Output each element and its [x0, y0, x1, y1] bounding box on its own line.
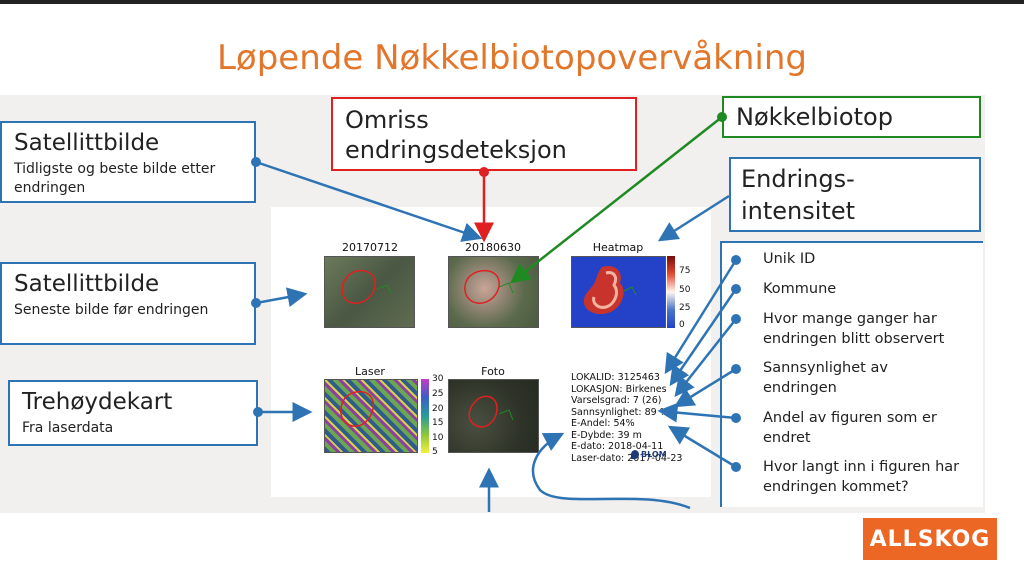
arrow-share [657, 402, 737, 423]
label-img1: 20170712 [342, 241, 398, 254]
callout-outline-detection: Omriss endringsdeteksjon [331, 97, 637, 171]
bottom-area [0, 513, 1024, 576]
arrow-curved-bottom [531, 432, 691, 510]
satellite-image-1 [324, 256, 415, 328]
laser-tick: 5 [432, 447, 438, 457]
attribute-change-depth: Hvor langt inn i figuren har endringen k… [763, 459, 960, 495]
meta-lokasjon: LOKASJON: Birkenes [571, 383, 667, 395]
meta-sannsynlighet: Sannsynlighet: 89 % [571, 406, 669, 418]
label-heatmap: Heatmap [592, 241, 644, 254]
laser-image [324, 379, 418, 453]
heatmap-shape [583, 265, 637, 315]
metadata-block: LOKALID: 3125463 LOKASJON: Birkenes Vars… [571, 372, 682, 464]
meta-varselsgrad: Varselsgrad: 7 (26) [571, 395, 662, 406]
foto-outline [468, 395, 514, 428]
allskog-logo: ALLSKOG [863, 518, 997, 560]
blom-logo-icon [631, 450, 639, 459]
callout-subtext: Tidligste og beste bilde etter endringen [14, 161, 216, 196]
connector-dot-green [717, 112, 727, 122]
arrow-satellite-latest [255, 287, 308, 307]
foto-image [448, 379, 539, 453]
attribute-municipality: Kommune [763, 281, 837, 297]
connector-dot [251, 298, 261, 308]
attribute-probability: Sannsynlighet av endringen [763, 360, 888, 396]
laser-tick: 15 [432, 418, 444, 428]
meta-lokalid: LOKALID: 3125463 [571, 372, 660, 383]
laser-tick: 10 [432, 433, 444, 443]
meta-e-andel: E-Andel: 54% [571, 418, 635, 429]
connector-dot [253, 407, 263, 417]
callout-heading: Satellittbilde [14, 130, 160, 156]
heatmap-tick: 50 [679, 285, 691, 295]
connector-dot-red [479, 167, 489, 177]
callout-heading: Nøkkelbiotop [736, 103, 893, 131]
laser-outline [340, 390, 374, 427]
callout-heading: Trehøydekart [22, 389, 173, 415]
callout-subtext: Seneste bilde før endringen [14, 302, 209, 318]
arrow-keybiotope [510, 116, 723, 284]
callout-keybiotope: Nøkkelbiotop [722, 96, 981, 138]
callout-heading: Omriss endringsdeteksjon [345, 106, 567, 164]
laser-tick: 20 [432, 404, 444, 414]
blue-arrows [255, 160, 738, 512]
heatmap-image [571, 256, 666, 328]
meta-e-dato: E-dato: 2018-04-11 [571, 441, 664, 452]
arrow-satellite-earliest [255, 160, 483, 242]
callout-subtext: Fra laserdata [22, 420, 114, 436]
heatmap-tick: 25 [679, 303, 691, 313]
arrow-unique-id [664, 259, 738, 375]
arrow-observations [674, 318, 737, 397]
connector-dot [251, 157, 261, 167]
laser-tick: 25 [432, 389, 444, 399]
attribute-share-changed: Andel av figuren som er endret [763, 410, 937, 446]
outline-overlay-2 [464, 269, 514, 304]
laser-colorbar [421, 379, 429, 453]
arrow-municipality [669, 288, 738, 387]
attribute-panel [720, 241, 983, 507]
top-bar [0, 0, 1024, 4]
attribute-unique-id: Unik ID [763, 251, 816, 267]
callout-tree-height: Trehøydekart Fra laserdata [8, 380, 258, 446]
attribute-observation-count: Hvor mange ganger har endringen blitt ob… [763, 311, 945, 347]
bullet-points-left [251, 157, 263, 417]
heatmap-tick: 0 [679, 320, 685, 330]
callout-intensity: Endrings-intensitet [729, 157, 981, 232]
callout-heading: Endrings-intensitet [741, 165, 856, 225]
callout-satellite-latest: Satellittbilde Seneste bilde før endring… [0, 262, 256, 345]
heatmap-colorbar [667, 256, 675, 328]
laser-tick: 30 [432, 374, 444, 384]
label-laser: Laser [355, 365, 385, 378]
label-img2: 20180630 [465, 241, 521, 254]
arrow-intensity [657, 194, 730, 242]
meta-e-dybde: E-Dybde: 39 m [571, 429, 642, 441]
arrow-depth [667, 425, 737, 469]
outline-overlay-1 [341, 269, 392, 304]
meta-laser-dato: Laser-dato: 2017-04-23 [571, 452, 683, 464]
blom-logo: BLOM [641, 450, 667, 459]
callout-heading: Satellittbilde [14, 271, 160, 297]
heatmap-tick: 75 [679, 266, 691, 276]
slide-title: Løpende Nøkkelbiotopovervåkning [216, 38, 807, 78]
arrow-probability [673, 367, 737, 408]
label-foto: Foto [481, 365, 505, 378]
callout-satellite-earliest: Satellittbilde Tidligste og beste bilde … [0, 121, 256, 203]
